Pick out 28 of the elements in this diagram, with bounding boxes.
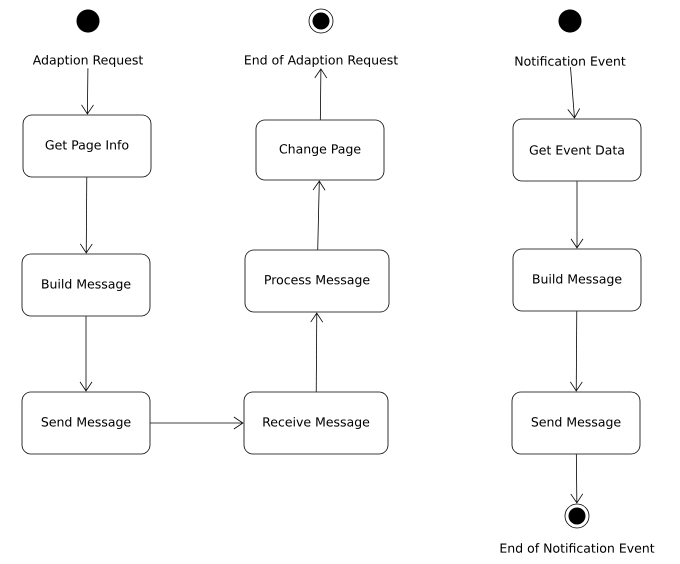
end-node: [564, 504, 590, 528]
arrow: [570, 454, 584, 504]
arrow: [80, 177, 93, 254]
arrow: [567, 66, 580, 119]
arrow: [312, 180, 326, 250]
start-node: [558, 10, 582, 32]
arrow: [570, 311, 583, 392]
start-node: [76, 10, 100, 32]
node-label: End of Notification Event: [500, 543, 654, 553]
arrow: [314, 68, 328, 120]
activity-box: Build Message: [512, 248, 642, 312]
node-label: Notification Event: [515, 56, 626, 66]
node-label: End of Adaption Request: [245, 54, 398, 68]
node-label: Adaption Request: [32, 54, 143, 68]
activity-box: Get Page Info: [22, 114, 152, 178]
arrow: [80, 316, 92, 392]
activity-box: Receive Message: [244, 392, 388, 454]
arrow: [310, 312, 324, 392]
activity-box: Get Event Data: [512, 118, 642, 182]
activity-box: Build Message: [22, 254, 150, 316]
arrow: [150, 416, 244, 430]
activity-box: Send Message: [22, 392, 150, 454]
arrow: [81, 68, 94, 115]
activity-box: Send Message: [512, 392, 640, 454]
arrow: [570, 181, 584, 249]
activity-box: Change Page: [256, 120, 384, 180]
end-node: [308, 8, 334, 34]
activity-box: Process Message: [244, 250, 390, 312]
